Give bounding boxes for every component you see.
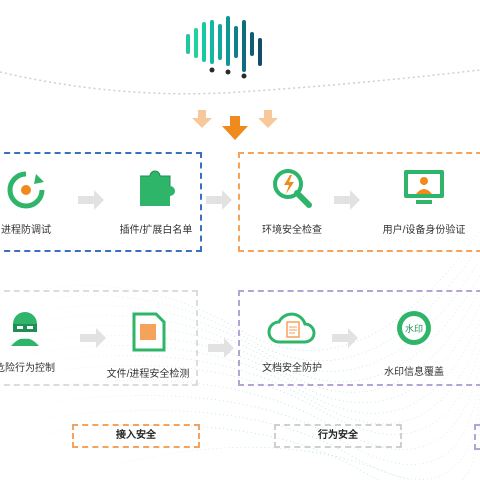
node-label: 文件/进程安全检测 (106, 369, 190, 380)
node-identity-verify: 用户/设备身份验证 (378, 166, 470, 236)
group-box-behavior-left (0, 290, 198, 386)
arrow-right-icon (206, 190, 232, 210)
arrow-down-icon (258, 110, 278, 128)
node-process-anti-debug: 进程防调试 (0, 170, 56, 236)
logo-dots (209, 67, 247, 79)
node-label: 文档安全防护 (262, 363, 322, 374)
top-dotted-curve (0, 69, 480, 95)
cloud-document-icon (267, 312, 316, 344)
magnifier-lightning-icon (273, 169, 312, 208)
node-environment-check: 环境安全检查 (256, 166, 328, 236)
node-document-protection: 文档安全防护 (252, 308, 332, 374)
group-box-environment (238, 152, 480, 252)
arrow-right-icon (208, 338, 234, 358)
legend-behavior-security: 行为安全 (274, 424, 402, 448)
node-label: 环境安全检查 (262, 225, 322, 236)
arrow-right-icon (334, 190, 360, 210)
legend-swatch-purple (474, 424, 480, 450)
node-label: 用户/设备身份验证 (382, 225, 466, 236)
node-plugin-whitelist: 插件/扩展白名单 (116, 166, 196, 236)
monitor-user-icon (404, 170, 444, 204)
document-icon (132, 312, 166, 352)
arrow-down-icon (192, 110, 212, 128)
node-label: 插件/扩展白名单 (119, 225, 193, 236)
watermark-icon: 水印 (397, 311, 431, 345)
node-danger-control: 危险行为控制 (0, 308, 56, 374)
node-label: 进程防调试 (1, 225, 51, 236)
node-file-process-check: 文件/进程安全检测 (100, 310, 196, 380)
node-watermark-overlay: 水印 水印信息覆盖 (372, 308, 456, 378)
refresh-cycle-icon (7, 171, 45, 209)
group-box-access (0, 152, 202, 252)
node-label: 水印信息覆盖 (384, 367, 444, 378)
legend-label: 行为安全 (318, 430, 358, 441)
legend-access-security: 接入安全 (72, 424, 200, 448)
logo-bars (186, 16, 262, 72)
watermark-badge-text: 水印 (405, 323, 423, 335)
group-box-behavior-right (238, 290, 480, 386)
arrow-right-icon (80, 328, 106, 348)
arrow-right-icon (332, 328, 358, 348)
node-label: 危险行为控制 (0, 363, 55, 374)
legend-label: 接入安全 (116, 430, 156, 441)
arrow-down-icon (222, 116, 248, 140)
arrow-right-icon (78, 190, 104, 210)
masked-user-icon (11, 312, 39, 346)
puzzle-icon (140, 170, 175, 206)
